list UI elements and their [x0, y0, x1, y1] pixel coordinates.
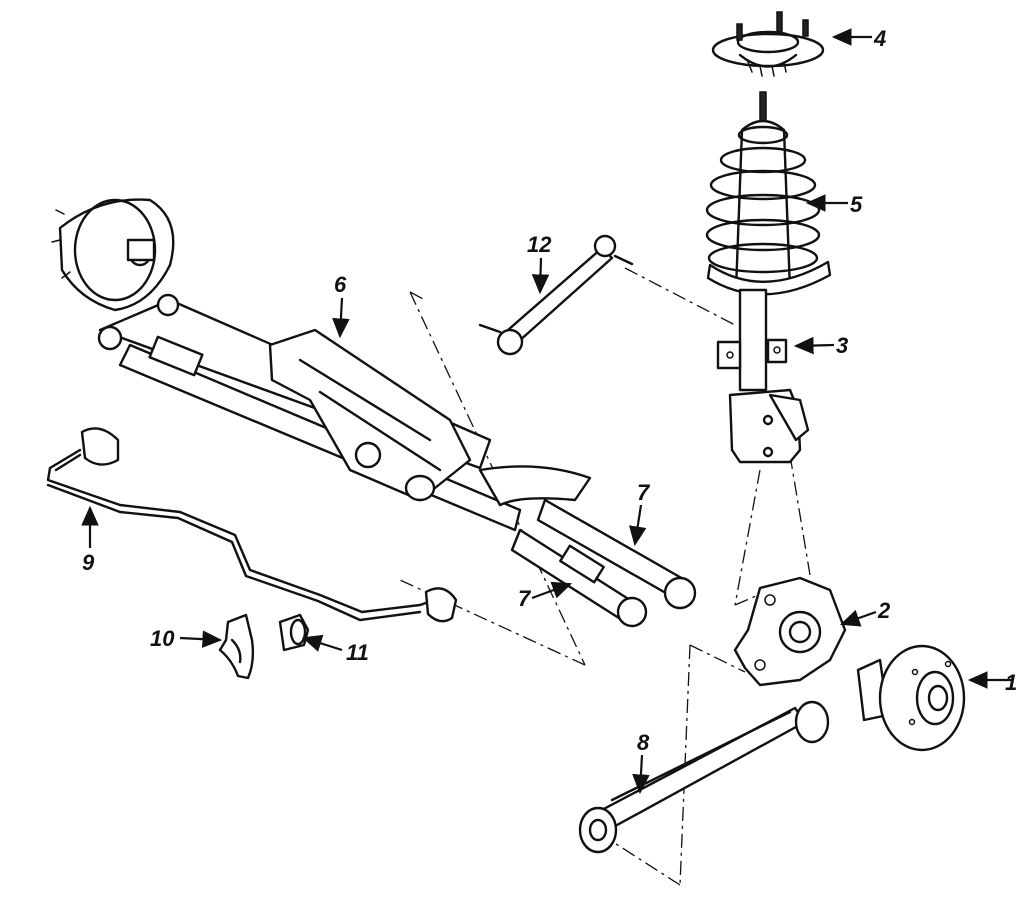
callout-3: 3 — [836, 333, 848, 358]
callout-10: 10 — [150, 626, 175, 651]
rear-axle — [51, 198, 592, 532]
callout-11: 11 — [346, 640, 369, 665]
callout-6: 6 — [334, 272, 347, 297]
strut-bracket — [716, 338, 788, 370]
stabilizer-bar — [46, 427, 458, 623]
stabilizer-link — [478, 234, 634, 356]
coil-spring-strut — [705, 91, 832, 464]
callout-8: 8 — [637, 730, 650, 755]
callout-4: 4 — [873, 26, 886, 51]
control-links — [510, 498, 697, 628]
callout-9: 9 — [82, 550, 95, 575]
callout-2: 2 — [877, 598, 891, 623]
callout-7a: 7 — [637, 480, 651, 505]
stabilizer-bushing — [278, 613, 310, 652]
callout-7b: 7 — [518, 586, 532, 611]
stabilizer-clamp — [218, 613, 255, 680]
hub-rotor — [856, 644, 966, 752]
callout-12: 12 — [527, 232, 552, 257]
lower-control-arm — [578, 700, 830, 854]
knuckle — [733, 576, 847, 687]
callout-1: 1 — [1005, 670, 1017, 695]
strut-mount — [711, 11, 825, 77]
leader-arrows — [81, 28, 1012, 795]
callout-5: 5 — [850, 192, 863, 217]
